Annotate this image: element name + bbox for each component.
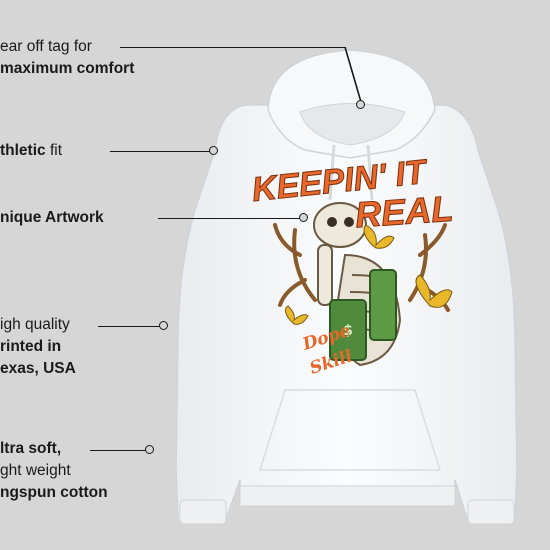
feature-text: ght weight xyxy=(0,462,71,479)
callout-line-artwork xyxy=(158,218,300,219)
callout-line-print xyxy=(98,326,160,327)
callout-line-tag xyxy=(120,47,346,48)
callout-dot-cotton xyxy=(145,445,154,454)
front-pocket xyxy=(258,389,442,471)
feature-text: thletic xyxy=(0,142,46,159)
callout-line-fit xyxy=(110,151,210,152)
feature-text: fit xyxy=(45,142,63,159)
artwork-money: $ xyxy=(329,269,397,361)
drawstring-right xyxy=(366,144,374,201)
callout-line-cotton xyxy=(90,450,146,451)
left-cuff xyxy=(179,499,227,525)
artwork-butterflies xyxy=(284,224,453,325)
drawstring-left xyxy=(328,144,336,201)
callout-dot-artwork xyxy=(299,213,308,222)
feature-text: ear off tag for xyxy=(0,38,92,55)
feature-text: maximum comfort xyxy=(0,60,135,77)
feature-text: igh quality xyxy=(0,316,70,333)
feature-text: ngspun cotton xyxy=(0,484,108,501)
callout-dot-fit xyxy=(209,146,218,155)
feature-text: exas, USA xyxy=(0,360,76,377)
artwork-branches xyxy=(273,223,450,312)
right-cuff xyxy=(467,499,515,525)
feature-label-cotton: ltra soft, ght weight ngspun cotton xyxy=(0,438,108,504)
svg-text:$: $ xyxy=(343,323,353,339)
hoodie-hem xyxy=(239,485,456,507)
callout-dot-print xyxy=(159,321,168,330)
artwork-headline-2: REAL xyxy=(354,188,455,236)
feature-text: ltra soft, xyxy=(0,440,62,457)
feature-text: nique Artwork xyxy=(0,209,104,226)
feature-label-tag: ear off tag for maximum comfort xyxy=(0,36,134,80)
feature-label-artwork: nique Artwork xyxy=(0,207,104,229)
feature-text: rinted in xyxy=(0,338,62,355)
feature-label-fit: thletic fit xyxy=(0,140,62,162)
feature-label-print: igh quality rinted in exas, USA xyxy=(0,314,76,380)
callout-dot-tag xyxy=(356,100,365,109)
